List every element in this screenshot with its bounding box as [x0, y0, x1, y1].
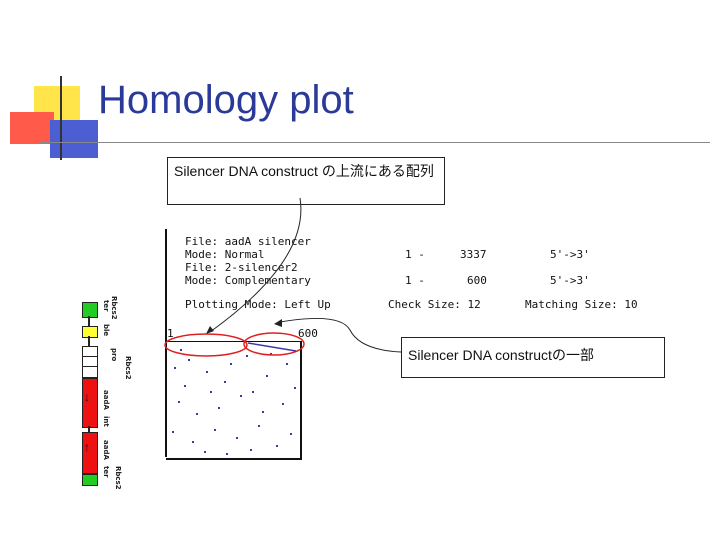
title-deco-vertical-line — [60, 76, 62, 160]
connector-line — [88, 336, 90, 346]
plot-dot — [218, 407, 220, 409]
readout-matching-size: Matching Size: 10 — [525, 298, 638, 311]
plot-dot — [196, 413, 198, 415]
aadA-box-1 — [82, 378, 98, 428]
plot-dot — [230, 363, 232, 365]
readout-range2-end: 600 — [467, 274, 487, 287]
plot-dot — [290, 433, 292, 435]
arrow-up-icon: ↑ — [84, 440, 90, 454]
plot-dot — [240, 395, 242, 397]
plot-dot — [226, 453, 228, 455]
plot-dot — [210, 391, 212, 393]
plot-dot — [276, 445, 278, 447]
label-ter-top: ter — [102, 300, 110, 312]
connector-line — [88, 426, 90, 432]
readout-dir1: 5'->3' — [550, 248, 590, 261]
plot-axis-end-label: 600 — [298, 327, 318, 340]
plot-dot — [206, 371, 208, 373]
title-underline — [40, 142, 710, 143]
plot-axis-start-label: 1 — [167, 327, 174, 340]
plot-dot — [252, 391, 254, 393]
readout-check-size: Check Size: 12 — [388, 298, 481, 311]
readout-plotting-mode: Plotting Mode: Left Up — [185, 298, 331, 311]
highlight-circle-upstream — [164, 333, 248, 357]
plot-dot — [192, 441, 194, 443]
label-rbcs2-mid: Rbcs2 — [124, 356, 132, 380]
readout-file2: File: 2-silencer2 — [185, 261, 298, 274]
connector-arrowhead-upstream — [206, 326, 214, 334]
connector-arrowhead-part — [274, 319, 282, 327]
connector-curve-part — [279, 317, 402, 353]
plot-dot — [282, 403, 284, 405]
plot-dot — [294, 387, 296, 389]
plot-dot — [270, 353, 272, 355]
readout-mode1: Mode: Normal — [185, 248, 265, 261]
plot-dot — [246, 355, 248, 357]
plot-dot — [262, 411, 264, 413]
title-deco-blue-square — [50, 120, 98, 158]
rbcs2-ter-box — [82, 302, 98, 318]
label-rbcs2-bottom: Rbcs2 — [114, 466, 122, 490]
callout-silencer-part: Silencer DNA constructの一部 — [401, 337, 665, 378]
plot-dot — [188, 359, 190, 361]
readout-file1: File: aadA silencer — [185, 235, 311, 248]
readout-dir2: 5'->3' — [550, 274, 590, 287]
plot-dot — [286, 363, 288, 365]
connector-line — [88, 316, 90, 326]
label-int: int — [102, 416, 110, 427]
plot-top-axis — [166, 341, 302, 342]
plot-dot — [178, 401, 180, 403]
label-aadA-1: aadA — [102, 390, 110, 410]
plot-dot — [214, 429, 216, 431]
plot-dot — [204, 451, 206, 453]
readout-range1-start: 1 - — [405, 248, 425, 261]
readout-mode2: Mode: Complementary — [185, 274, 311, 287]
readout-range1-end: 3337 — [460, 248, 487, 261]
connector-curve-upstream — [209, 197, 302, 333]
plot-dot — [184, 385, 186, 387]
title-deco-red-square — [10, 112, 54, 144]
label-ble: ble — [102, 324, 110, 337]
pro-box-3 — [82, 366, 98, 378]
arrow-down-icon: ↓ — [84, 390, 90, 404]
gene-construct-map: ↓ ↑ Rbcs2 ter ble pro Rbcs2 aadA int aad… — [70, 290, 140, 490]
plot-dot — [250, 449, 252, 451]
plot-dot — [258, 425, 260, 427]
slide-title: Homology plot — [98, 78, 354, 122]
readout-range2-start: 1 - — [405, 274, 425, 287]
rbcs2-ter-box-bottom — [82, 474, 98, 486]
plot-dot — [180, 349, 182, 351]
plot-dot — [266, 375, 268, 377]
dotplot-area — [166, 341, 302, 460]
label-pro: pro — [110, 348, 118, 362]
plot-dot — [224, 381, 226, 383]
label-aadA-2: aadA — [102, 440, 110, 460]
diagonal-match-line — [247, 342, 297, 352]
ble-box — [82, 326, 98, 338]
label-ter-bottom: ter — [102, 466, 110, 478]
plot-dot — [174, 367, 176, 369]
plot-dot — [236, 437, 238, 439]
plot-dot — [172, 431, 174, 433]
label-rbcs2-top: Rbcs2 — [110, 296, 118, 320]
callout-upstream: Silencer DNA construct の上流にある配列 — [167, 157, 445, 205]
highlight-circle-part — [243, 332, 305, 356]
aadA-box-2 — [82, 432, 98, 474]
